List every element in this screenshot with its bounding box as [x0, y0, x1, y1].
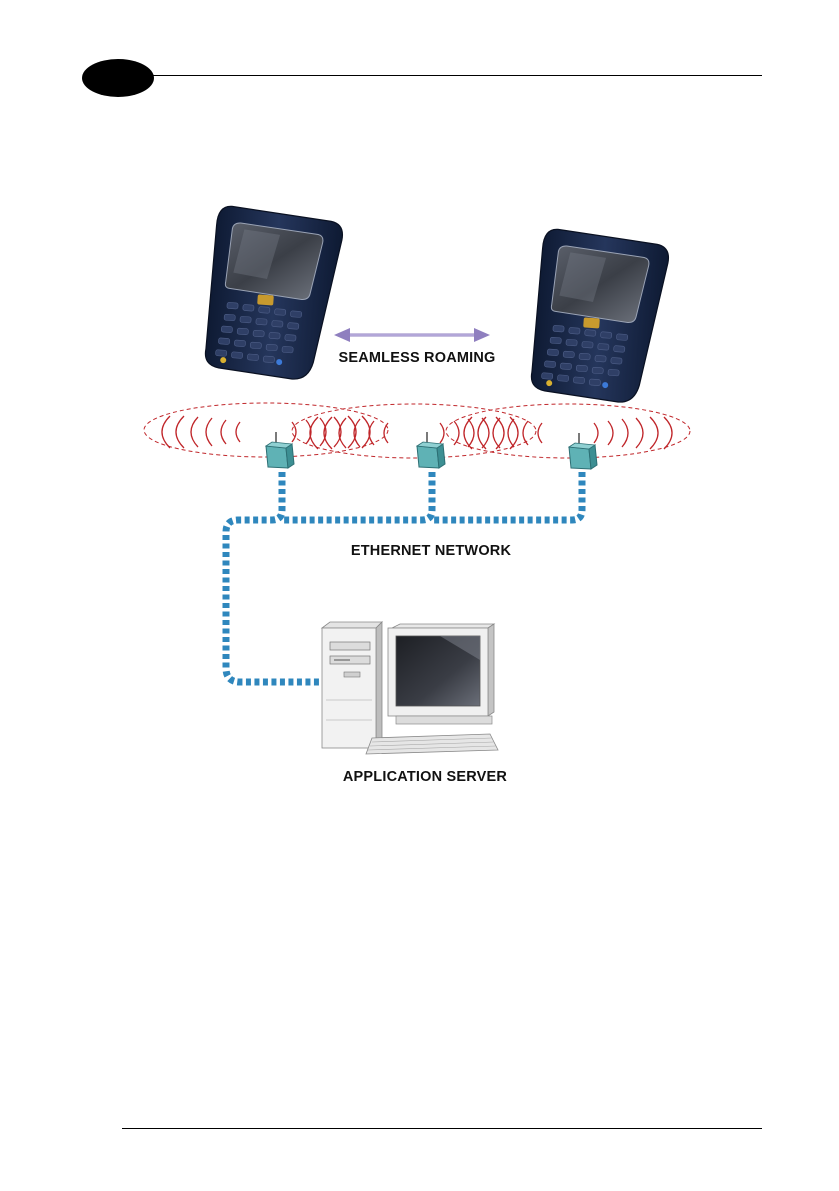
mobile-computer-icon: [204, 205, 344, 382]
radio-waves: [162, 416, 672, 449]
server-label: APPLICATION SERVER: [343, 769, 508, 785]
mobile-computer-icon: [530, 228, 670, 405]
desktop-computer-icon: [322, 622, 498, 754]
access-point-icon: [569, 433, 597, 469]
access-point-icon: [266, 432, 294, 468]
double-arrow-icon: [334, 328, 490, 342]
access-point-icon: [417, 432, 445, 468]
network-label: ETHERNET NETWORK: [351, 543, 512, 559]
roaming-label: SEAMLESS ROAMING: [338, 350, 495, 366]
